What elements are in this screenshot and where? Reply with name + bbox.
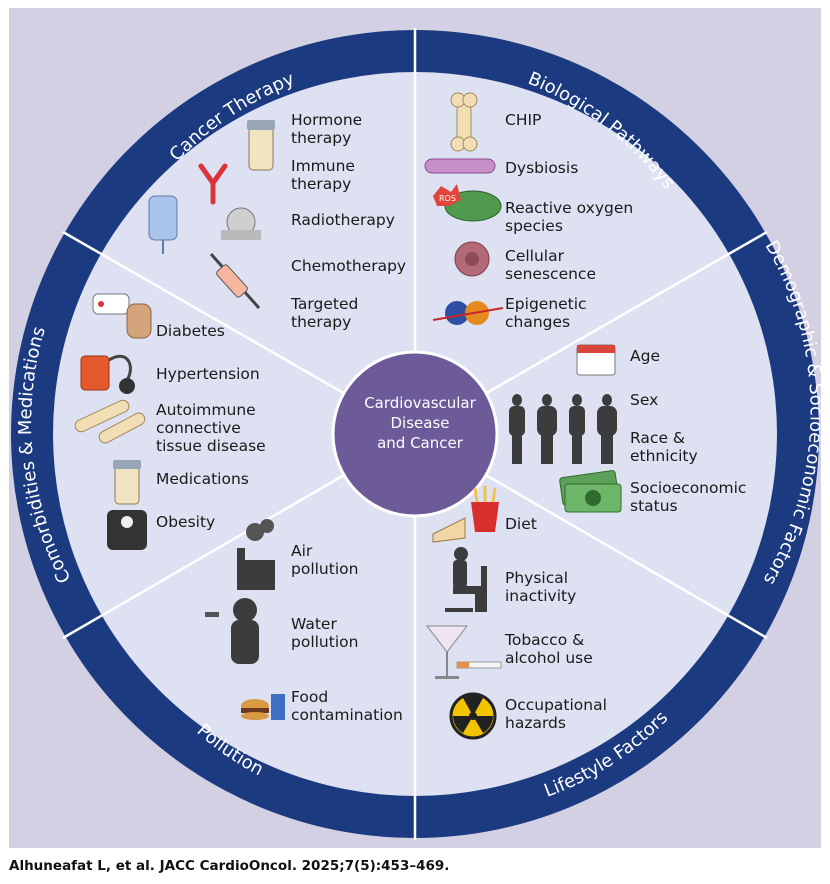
item-hypertension: Hypertension (156, 365, 260, 383)
item-chemotherapy: Chemotherapy (291, 257, 407, 275)
money-icon (559, 470, 622, 513)
iv-bag-icon (148, 195, 178, 254)
item-diet: Diet (505, 515, 537, 533)
weight-scale-icon (107, 510, 147, 550)
item-sex: Sex (630, 391, 659, 409)
bone-icon (450, 92, 478, 152)
item-obesity: Obesity (156, 513, 216, 531)
drinking-person-icon (205, 598, 259, 664)
center-circle (331, 350, 499, 518)
knee-joint-icon (74, 399, 146, 444)
item-radiotherapy: Radiotherapy (291, 211, 395, 229)
item-reactive-oxygen-species: Reactive oxygen species (505, 199, 634, 235)
senescent-cell-icon (454, 241, 490, 277)
item-age: Age (630, 347, 660, 365)
ros-badge: ROS (439, 194, 456, 203)
citation: Alhuneafat L, et al. JACC CardioOncol. 2… (9, 858, 450, 874)
bacteria-icon (424, 158, 496, 174)
syringe-icon (209, 253, 261, 309)
item-dysbiosis: Dysbiosis (505, 159, 579, 177)
sitting-person-icon (445, 547, 487, 612)
item-socioeconomic-status: Socioeconomic status (630, 479, 747, 515)
item-targeted-therapy: Targeted therapy (291, 295, 359, 331)
item-food-contamination: Food contamination (291, 688, 403, 724)
fast-food-icon (241, 694, 285, 720)
item-race-ethnicity: Race & ethnicity (630, 429, 698, 465)
chromatin-icon (432, 301, 504, 325)
item-physical-inactivity: Physical inactivity (505, 569, 577, 605)
mitochondria-icon: ROS (433, 184, 502, 222)
item-cellular-senescence: Cellular senescence (505, 247, 596, 283)
figure-panel: Cancer Therapy Biological Pathways Demog… (9, 8, 821, 848)
item-epigenetic-changes: Epigenetic changes (505, 295, 587, 331)
item-immune-therapy: Immune therapy (291, 157, 355, 193)
calendar-icon (576, 344, 616, 376)
item-tobacco-alcohol: Tobacco & alcohol use (505, 631, 593, 667)
medication-bottle-icon (113, 460, 141, 505)
blood-pressure-cuff-icon (80, 354, 135, 394)
item-hormone-therapy: Hormone therapy (291, 111, 363, 147)
pill-bottle-icon (247, 120, 275, 171)
center-title: Cardiovascular Disease and Cancer (364, 394, 476, 452)
antibody-icon (198, 163, 228, 205)
item-water-pollution: Water pollution (291, 615, 359, 651)
factory-icon (237, 519, 275, 590)
people-silhouettes-icon (509, 394, 617, 464)
radiation-hazard-icon (449, 692, 497, 740)
item-diabetes: Diabetes (156, 322, 225, 340)
radiotherapy-machine-icon (221, 207, 261, 240)
item-medications: Medications (156, 470, 249, 488)
cocktail-cigarette-icon (425, 625, 502, 679)
food-icon (432, 486, 499, 543)
item-occupational-hazards: Occupational hazards (505, 696, 607, 732)
item-chip: CHIP (505, 111, 542, 129)
wheel-diagram: Cancer Therapy Biological Pathways Demog… (11, 28, 821, 840)
item-autoimmune-disease: Autoimmune connective tissue disease (156, 401, 266, 455)
item-air-pollution: Air pollution (291, 542, 359, 578)
glucose-meter-hand-icon (92, 293, 152, 339)
